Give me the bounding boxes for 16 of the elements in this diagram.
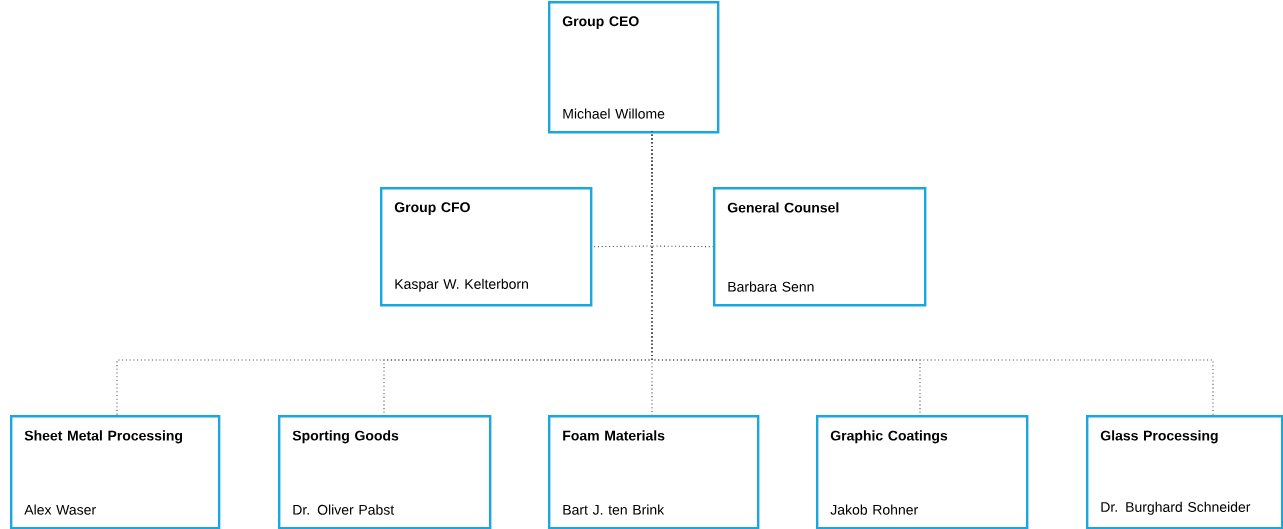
role-title: Group CFO (394, 202, 470, 215)
person-name: Bart J. ten Brink (563, 504, 665, 515)
role-title: Foam Materials (563, 430, 665, 441)
person-name: Jakob Rohner (830, 504, 918, 515)
person-name: Dr. Burghard Schneider (1101, 501, 1251, 515)
person-name: Michael Willome (563, 108, 665, 119)
role-title: Graphic Coatings (830, 430, 948, 444)
role-title: Sheet Metal Processing (24, 430, 183, 444)
person-name: Alex Waser (24, 504, 96, 515)
role-title: Glass Processing (1100, 430, 1218, 444)
role-title: General Counsel (727, 202, 839, 213)
role-title: Group CEO (562, 16, 639, 29)
person-name: Barbara Senn (728, 281, 814, 292)
person-name: Dr. Oliver Pabst (293, 504, 395, 515)
person-name: Kaspar W. Kelterborn (395, 278, 528, 292)
role-title: Sporting Goods (292, 430, 399, 444)
